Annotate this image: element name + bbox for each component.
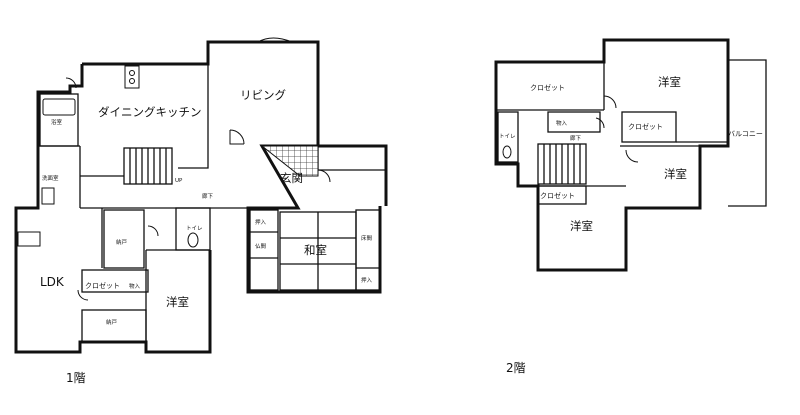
floor2-plan: [494, 38, 767, 272]
label-japanese-room: 和室: [304, 243, 327, 257]
label-western-bottom: 洋室: [570, 219, 593, 233]
label-storage-1: 納戸: [116, 238, 128, 246]
label-western: 洋室: [166, 295, 189, 309]
floor1-caption: 1階: [66, 370, 86, 385]
label-balcony: バルコニー: [728, 130, 763, 138]
label-bath: 浴室: [51, 118, 63, 126]
label-corridor-2: 廊下: [570, 134, 582, 142]
label-oshiire-2: 押入: [361, 276, 373, 284]
label-closet-large: クロゼット: [530, 83, 565, 92]
label-oshiire-1: 押入: [255, 218, 267, 226]
label-closet-in: 物入: [129, 282, 141, 290]
label-toilet-2: トイレ: [499, 134, 516, 140]
label-closet-small: クロゼット: [540, 191, 575, 200]
label-western-mid: 洋室: [664, 167, 687, 181]
label-tokonoma: 床間: [361, 234, 373, 242]
label-washroom: 洗面室: [42, 174, 59, 182]
floor1-plan: [14, 37, 388, 354]
floor2-labels: クロゼット 洋室 バルコニー トイレ 物入 廊下 クロゼット 洋室 クロゼット …: [499, 75, 763, 375]
label-dining-kitchen: ダイニングキッチン: [98, 105, 202, 119]
label-living: リビング: [240, 88, 286, 102]
label-closet-in-2: 物入: [556, 119, 568, 127]
label-storage-2: 納戸: [106, 318, 118, 326]
label-up: UP: [175, 178, 183, 184]
label-western-top: 洋室: [658, 75, 681, 89]
label-entrance: 玄関: [280, 171, 303, 185]
label-closet-mid: クロゼット: [628, 122, 663, 131]
label-corridor: 廊下: [202, 192, 214, 200]
label-closet: クロゼット: [85, 281, 120, 290]
label-ldk: LDK: [40, 275, 65, 289]
floor2-caption: 2階: [506, 360, 526, 375]
label-toilet: トイレ: [186, 226, 203, 232]
floor1-labels: ダイニングキッチン リビング 浴室 洗面室 LDK 納戸 納戸 クロゼット 物入…: [40, 88, 373, 385]
label-butsuma: 仏間: [255, 243, 267, 250]
